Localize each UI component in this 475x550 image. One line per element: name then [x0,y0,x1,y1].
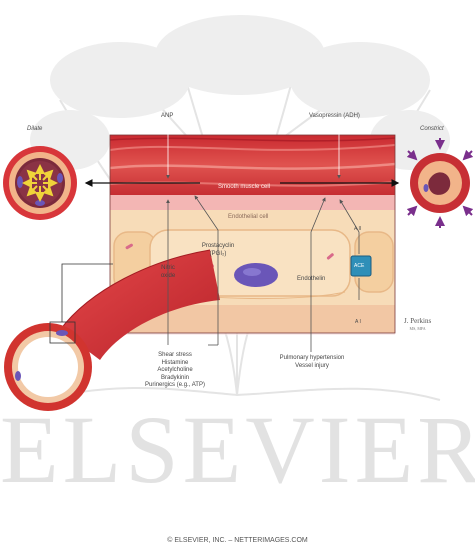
stimulus-item: Shear stress [158,352,192,358]
nucleus-highlight [243,268,261,276]
stimulus-item: Acetylcholine [157,367,193,374]
inset-leader-line [61,263,113,322]
anp-label: ANP [161,113,174,119]
constrict-label: Constrict [420,126,444,132]
smooth-muscle-label: Smooth muscle cell [218,184,271,190]
stimuli-left-list: Shear stress Histamine Acetylcholine Bra… [140,352,210,390]
stimulus-item: Purinergics (e.g., ATP) [145,382,205,389]
ace-label: ACE [354,263,365,269]
brand-watermark: ELSEVIER [0,396,475,503]
dilate-label: Dilate [27,126,43,132]
ace-enzyme-box [350,255,372,277]
angiotensin-ii-label: A II [354,226,362,232]
constrict-arrows [406,138,474,228]
artist-signature: J. Perkins MS, MFA [404,317,432,331]
stimulus-item: Bradykinin [160,374,189,381]
prostacyclin-label: Prostacyclin(PGI₂) [201,243,235,257]
dilate-arrows [22,164,58,202]
stimulus-item: Pulmonary hypertension [279,355,345,361]
constricted-vessel [410,153,470,213]
background-foliage [30,15,450,170]
section-frame [109,134,396,334]
detail-inset-box [49,321,76,344]
dilated-vessel [3,146,77,220]
copyright-footer: © ELSEVIER, INC. – NETTERIMAGES.COM [167,537,308,544]
endothelial-cell-label: Endothelial cell [228,214,269,220]
smooth-muscle-layer [109,135,396,195]
stimulus-item: Vessel injury [295,362,329,369]
signal-pathways [166,195,360,352]
endothelin-label: Endothelin [297,276,326,282]
vasopressin-label: Vasopressin (ADH) [309,113,360,119]
vessel-tube [59,249,220,360]
stimulus-item: Histamine [161,359,189,366]
basement-membrane [110,195,395,212]
vessel-cross-section [4,323,92,411]
stimuli-right-list: Pulmonary hypertension Vessel injury [268,355,356,370]
angiotensin-i-label: A I [355,319,361,325]
